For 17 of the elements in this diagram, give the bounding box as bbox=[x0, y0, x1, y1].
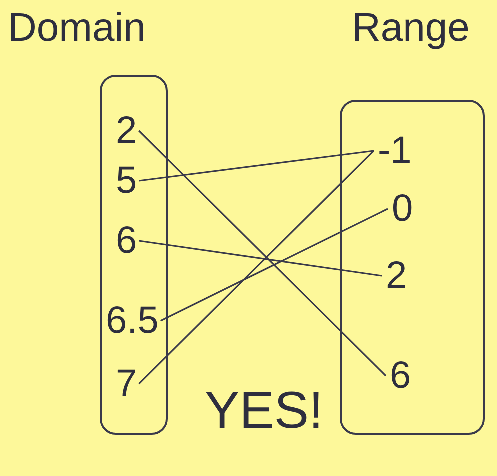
set-element: 7 bbox=[116, 365, 138, 403]
mapping-line bbox=[138, 130, 387, 377]
set-element: 6 bbox=[390, 357, 412, 395]
set-element: 2 bbox=[116, 112, 138, 150]
mapping-line bbox=[139, 150, 374, 182]
set-heading: Domain bbox=[8, 8, 146, 48]
set-element: -1 bbox=[378, 132, 412, 170]
set-heading: Range bbox=[352, 8, 470, 48]
mapping-line bbox=[138, 150, 375, 385]
set-element: 5 bbox=[116, 162, 138, 200]
set-element: 6.5 bbox=[106, 302, 159, 340]
set-element: 6 bbox=[116, 222, 138, 260]
mapping-line bbox=[139, 240, 382, 277]
note-text: YES! bbox=[205, 385, 324, 437]
mapping-line bbox=[160, 208, 388, 322]
set-element: 2 bbox=[386, 257, 408, 295]
set-element: 0 bbox=[392, 190, 414, 228]
